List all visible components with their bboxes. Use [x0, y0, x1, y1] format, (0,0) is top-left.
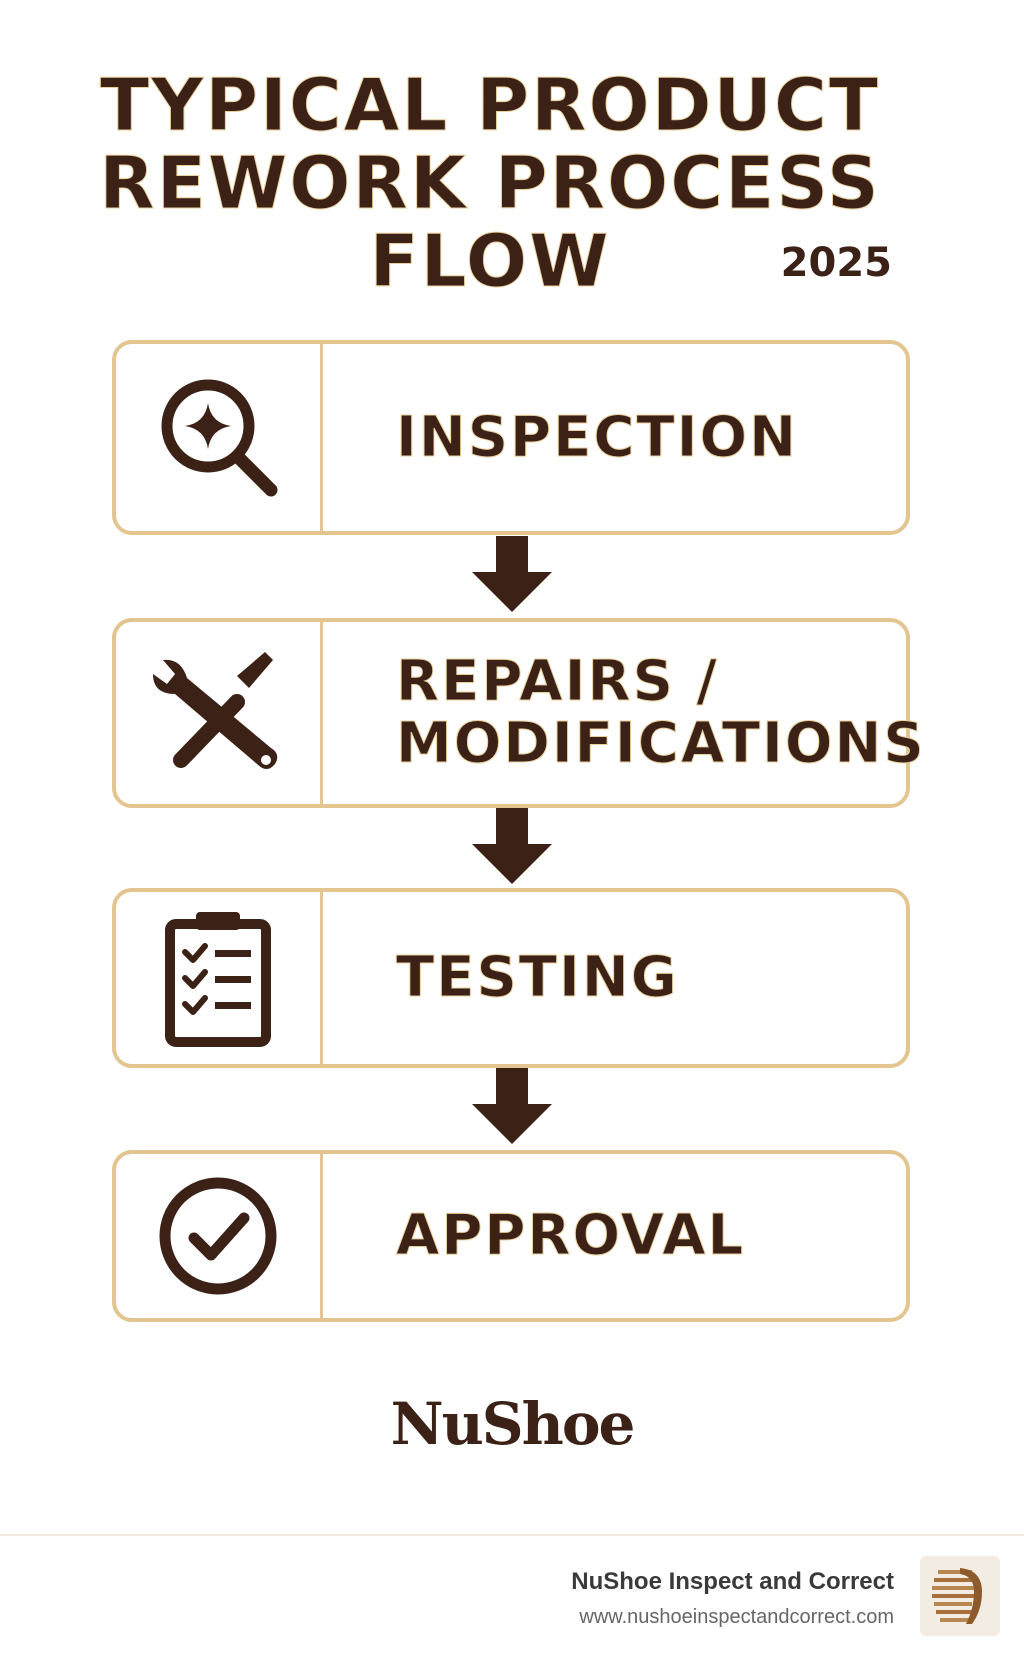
- clipboard-checklist-icon: [116, 892, 320, 1064]
- step-testing: TESTING: [112, 888, 910, 1068]
- step-label: REPAIRS / MODIFICATIONS: [396, 622, 925, 804]
- step-label-text: TESTING: [396, 945, 679, 1010]
- footer-url[interactable]: www.nushoeinspectandcorrect.com: [579, 1606, 894, 1628]
- step-divider: [320, 892, 323, 1064]
- title-line-2: REWORK PROCESS: [99, 141, 881, 225]
- step-label-text: APPROVAL: [395, 1203, 746, 1268]
- step-divider: [320, 344, 323, 531]
- brand-logo-text: NuShoe: [390, 1390, 636, 1458]
- step-label: INSPECTION: [396, 344, 896, 531]
- footer-divider: [0, 1534, 1024, 1536]
- title-line-3: FLOW: [369, 219, 611, 303]
- wrench-screwdriver-icon: [116, 622, 320, 804]
- step-divider: [320, 622, 323, 804]
- step-inspection: INSPECTION: [112, 340, 910, 535]
- step-label: TESTING: [396, 892, 896, 1064]
- down-arrow-icon: [468, 536, 556, 612]
- down-arrow-icon: [468, 808, 556, 884]
- company-logo-icon: [920, 1556, 1000, 1636]
- magnifier-sparkle-icon: [116, 344, 320, 531]
- step-approval: APPROVAL: [112, 1150, 910, 1322]
- down-arrow-icon: [468, 1068, 556, 1144]
- title-line-1: TYPICAL PRODUCT: [100, 63, 880, 147]
- step-label-line-2: MODIFICATIONS: [396, 711, 926, 776]
- page-title: TYPICAL PRODUCT REWORK PROCESS FLOW: [60, 63, 920, 303]
- year-label: 2025: [780, 240, 892, 286]
- footer-company-name: NuShoe Inspect and Correct: [571, 1568, 894, 1595]
- step-repairs: REPAIRS / MODIFICATIONS: [112, 618, 925, 808]
- step-label-line-1: REPAIRS /: [396, 649, 719, 714]
- step-divider: [320, 1154, 323, 1318]
- check-circle-icon: [116, 1154, 320, 1318]
- step-label-text: INSPECTION: [396, 404, 798, 470]
- step-label: APPROVAL: [395, 1154, 896, 1318]
